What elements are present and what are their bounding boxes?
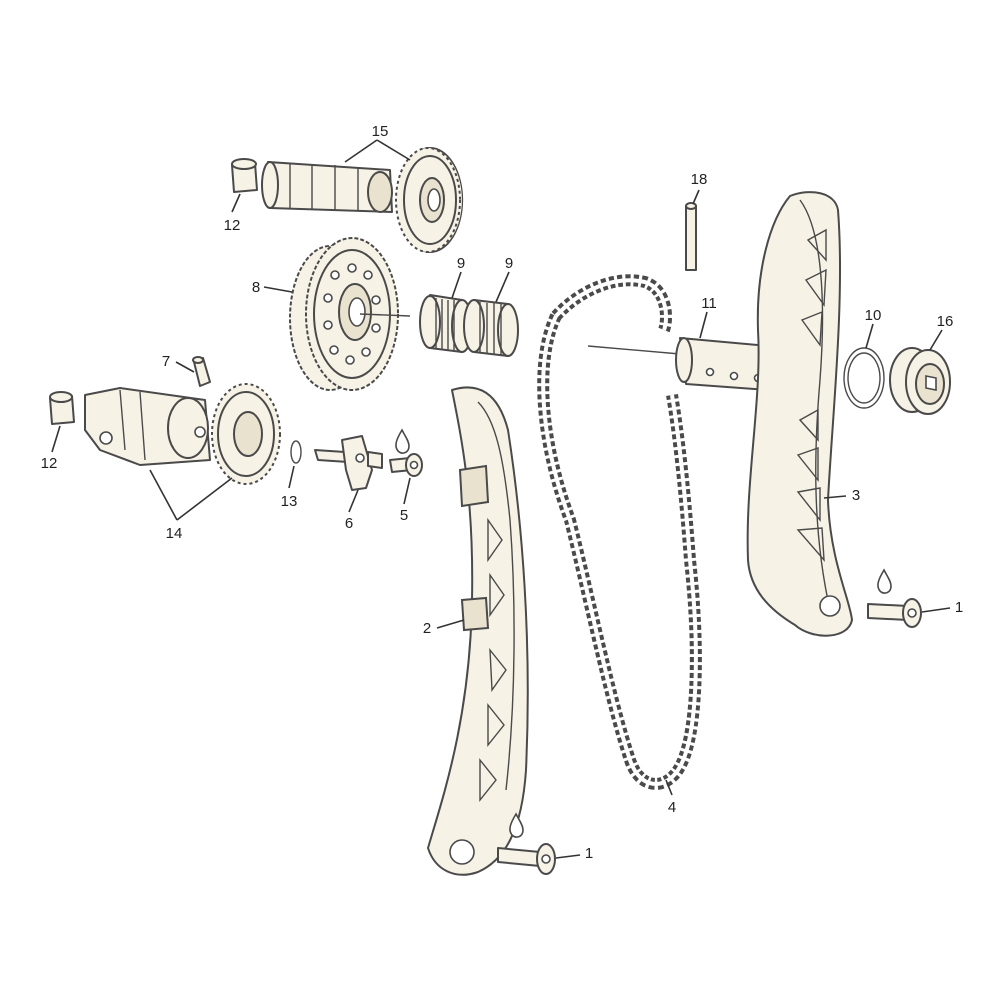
callout-3: 3 (852, 487, 860, 504)
leader-lines (51, 139, 951, 859)
guide-rail-2 (427, 386, 529, 876)
camshaft-upper (261, 161, 393, 213)
lever-6 (314, 435, 383, 491)
callout-16: 16 (937, 313, 954, 330)
pin-18 (685, 202, 697, 271)
callout-5: 5 (400, 507, 408, 524)
callout-12-upper: 12 (224, 217, 241, 234)
oil-drop-icon (509, 812, 524, 838)
bolt-1-right (867, 598, 922, 628)
gear-8 (289, 237, 411, 391)
callout-9-left: 9 (457, 255, 465, 272)
camshaft-lower (84, 387, 211, 466)
sprocket-lower (211, 383, 281, 485)
callout-1-lower: 1 (585, 845, 593, 862)
callout-6: 6 (345, 515, 353, 532)
needle-bearing-2 (463, 299, 519, 357)
oil-drop-icon (395, 428, 410, 454)
cap-upper (231, 158, 258, 193)
callout-12-lower: 12 (41, 455, 58, 472)
circlip-13 (290, 440, 302, 464)
callout-15: 15 (372, 123, 389, 140)
callout-13: 13 (281, 493, 298, 510)
callout-14: 14 (166, 525, 183, 542)
cap-lower (49, 391, 75, 425)
callout-10: 10 (865, 307, 882, 324)
callout-1-right: 1 (955, 599, 963, 616)
callout-8: 8 (252, 279, 260, 296)
tensioner-rail-3 (746, 191, 853, 637)
callout-7: 7 (162, 353, 170, 370)
oil-drop-icon (877, 568, 892, 594)
sprocket-upper (395, 147, 464, 253)
o-ring-10 (843, 347, 885, 409)
bolt-1-lower (497, 843, 556, 875)
pin-7 (192, 356, 211, 387)
callout-18: 18 (691, 171, 708, 188)
callout-9-right: 9 (505, 255, 513, 272)
timing-chain (537, 274, 702, 790)
callout-2: 2 (423, 620, 431, 637)
callout-11: 11 (701, 295, 717, 312)
bolt-5 (389, 453, 423, 477)
plug-16 (889, 347, 951, 415)
callout-4: 4 (668, 799, 676, 816)
